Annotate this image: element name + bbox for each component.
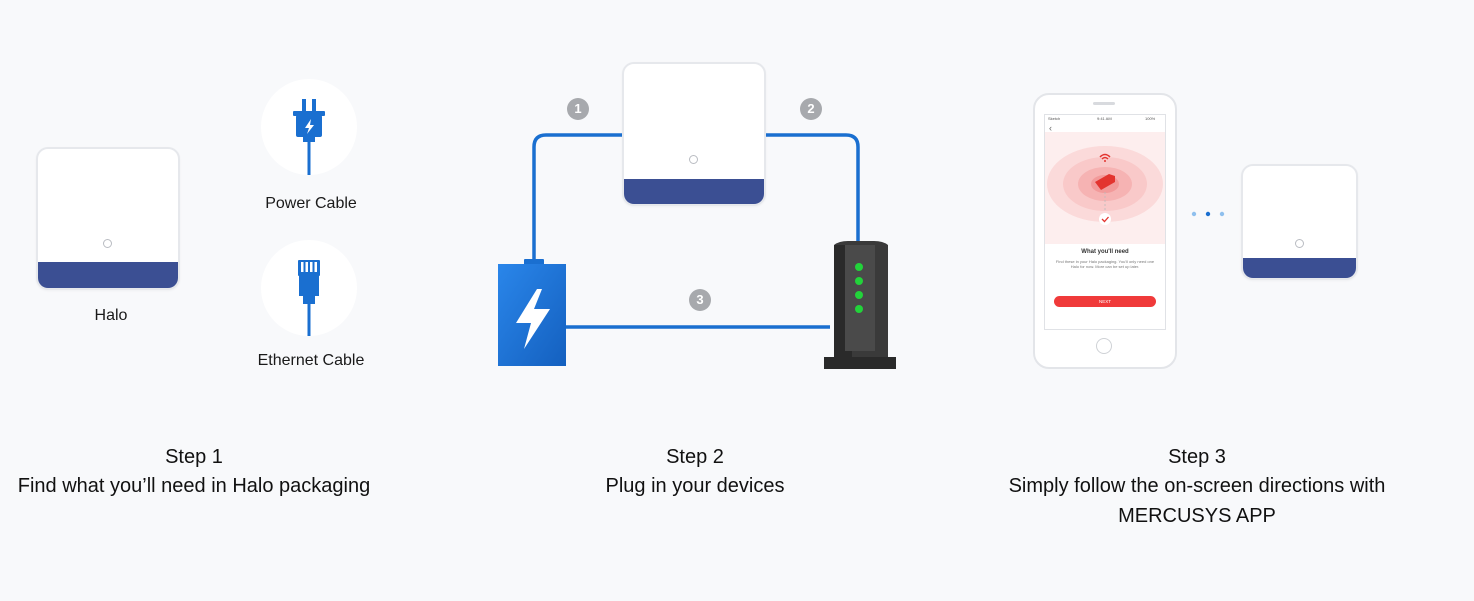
halo-base-band (38, 262, 178, 288)
ethernet-cable-circle (261, 240, 357, 336)
step3-description-line1: Simply follow the on-screen directions w… (1008, 475, 1386, 497)
cable-1 (532, 133, 625, 263)
router-led-3 (855, 291, 863, 299)
phone-screen: Sketch 9:41 AM 100% ‹ What you'll need F… (1044, 114, 1166, 330)
ethernet-plug-icon (298, 260, 320, 336)
cable-2 (765, 133, 860, 243)
router-led-1 (855, 263, 863, 271)
power-cable-circle (261, 79, 357, 175)
ethernet-cable-label: Ethernet Cable (257, 352, 365, 369)
router-led-4 (855, 305, 863, 313)
cable-badge-1: 1 (567, 98, 589, 120)
halo-device-step3 (1241, 164, 1358, 280)
back-chevron-icon[interactable]: ‹ (1049, 123, 1052, 133)
status-battery: 100% (1145, 116, 1156, 121)
router-led-2 (855, 277, 863, 285)
router-icon (824, 241, 896, 369)
status-time: 9:41 AM (1097, 116, 1112, 121)
step2-description: Plug in your devices (605, 475, 785, 497)
power-plug-icon (293, 99, 325, 175)
halo-base-band (624, 179, 764, 204)
phone-speaker (1093, 102, 1115, 105)
status-carrier: Sketch (1048, 116, 1061, 121)
step2-title: Step 2 (666, 446, 724, 468)
connecting-dots-icon (1191, 211, 1225, 217)
connection-diagram (498, 133, 896, 369)
halo-device-step2 (622, 62, 766, 206)
step1-description: Find what you’ll need in Halo packaging (17, 475, 371, 497)
screen-body-text: Find these in your Halo packaging. You'l… (1055, 259, 1155, 269)
step1-title: Step 1 (165, 446, 223, 468)
cable-badge-3: 3 (689, 289, 711, 311)
step3-description-line2: MERCUSYS APP (1118, 505, 1276, 527)
halo-indicator-light (689, 155, 698, 164)
power-cable-label: Power Cable (265, 195, 357, 212)
battery-icon (498, 259, 566, 366)
step3-title: Step 3 (1168, 446, 1226, 468)
halo-base-band (1243, 258, 1356, 278)
cable-badge-2: 2 (800, 98, 822, 120)
halo-device-step1 (36, 147, 180, 290)
phone-home-button (1096, 338, 1112, 354)
next-button[interactable]: NEXT (1054, 296, 1156, 307)
halo-indicator-light (103, 239, 112, 248)
phone-device: Sketch 9:41 AM 100% ‹ What you'll need F… (1033, 93, 1177, 369)
halo-label: Halo (94, 307, 128, 324)
halo-scan-illustration (1045, 132, 1165, 244)
halo-indicator-light (1295, 239, 1304, 248)
screen-heading: What you'll need (1081, 249, 1129, 255)
